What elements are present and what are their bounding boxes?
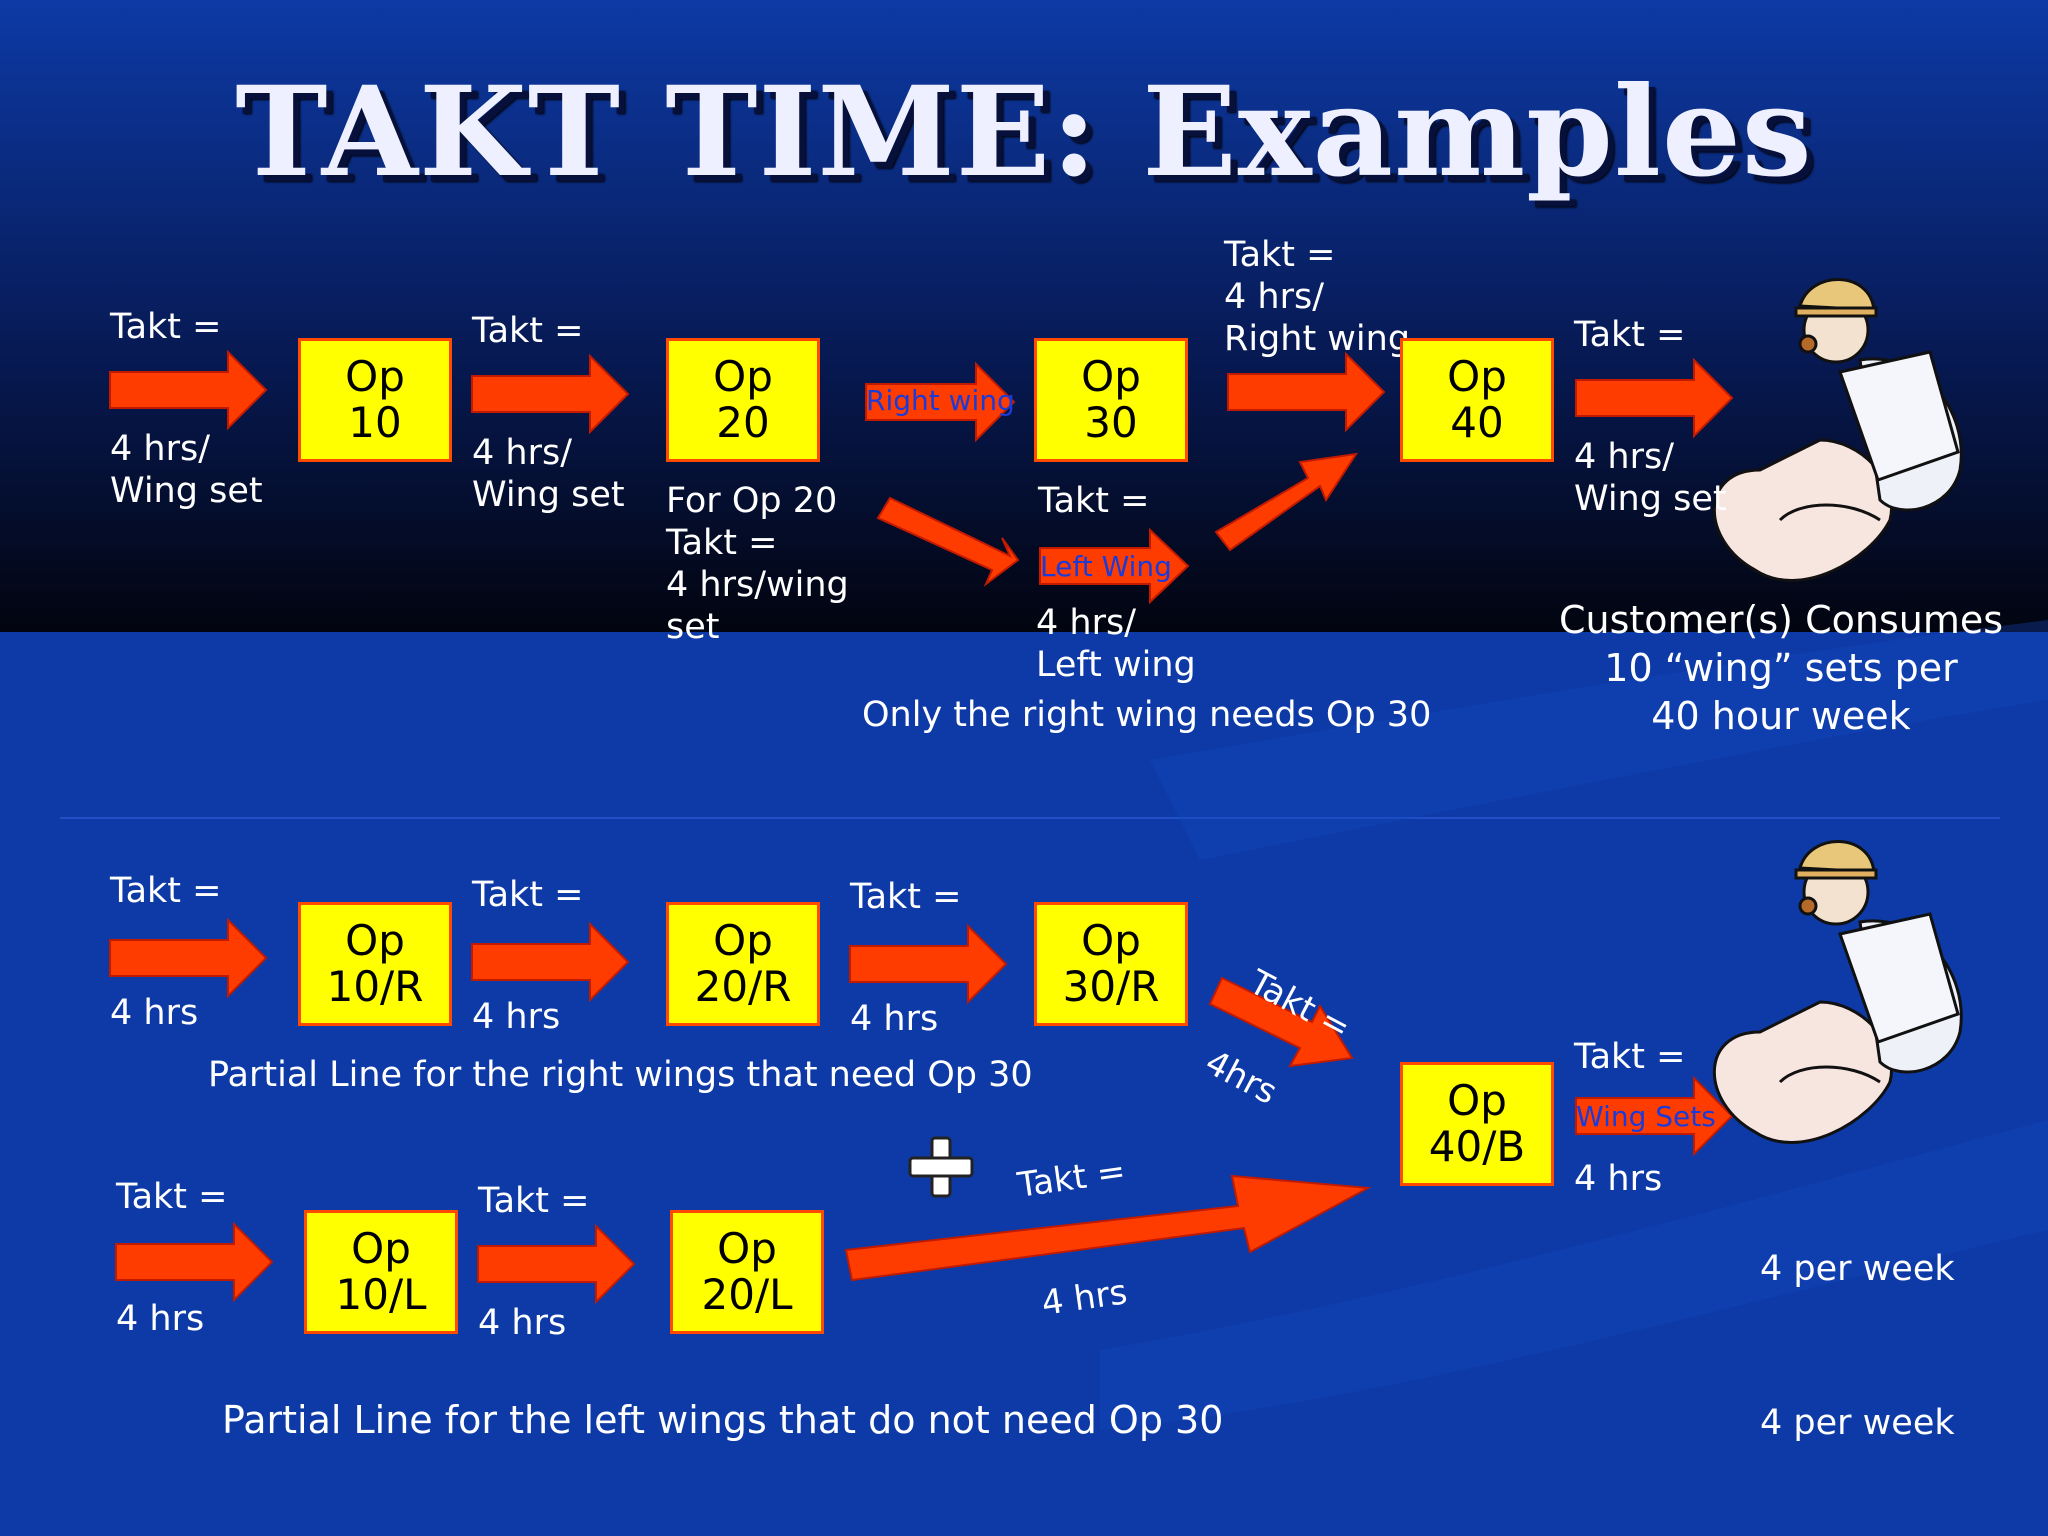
takt-label: Takt = [472,311,584,351]
takt-value: 4 hrs [116,1299,205,1339]
takt-label: Takt = [1574,315,1686,355]
slide-title: TAKT TIME: Examples [235,60,1813,205]
takt-value: 4 hrs/ Wing set [472,433,625,515]
takt-label: Takt = [116,1177,228,1217]
takt-label: Takt = [110,871,222,911]
customer-consumption: Customer(s) Consumes 10 “wing” sets per … [1558,598,2004,738]
op20-note: For Op 20 Takt = 4 hrs/wing set [666,481,849,647]
takt-label: Takt = [850,877,962,917]
takt-value: Takt = 4 hrs/ Right wing [1224,235,1411,359]
takt-value: 4 hrs/ Left wing [1036,603,1196,685]
takt-value: 4 hrs [850,999,939,1039]
takt-value: 4 hrs/ Wing set [110,429,263,511]
takt-value: 4 hrs [472,997,561,1037]
note-only-right: Only the right wing needs Op 30 [862,695,1432,735]
takt-label: Takt = [472,875,584,915]
left-wing-arrow-label: Left Wing [1040,550,1172,583]
per-week-label: 4 per week [1760,1249,1955,1289]
note-partial-left: Partial Line for the left wings that do … [222,1398,1224,1442]
takt-value: 4 hrs [110,993,199,1033]
note-partial-right: Partial Line for the right wings that ne… [208,1055,1033,1095]
right-wing-arrow-label: Right wing [866,384,1015,417]
wing-sets-arrow-label: Wing Sets [1576,1100,1716,1133]
per-week-label: 4 per week [1760,1403,1955,1443]
takt-label: Takt = [1038,481,1150,521]
takt-label: Takt = [478,1181,590,1221]
takt-label: Takt = [110,307,222,347]
takt-label: Takt = [1574,1037,1686,1077]
takt-value: 4 hrs/ Wing set [1574,437,1727,519]
takt-value: 4 hrs [478,1303,567,1343]
takt-value: 4 hrs [1574,1159,1663,1199]
